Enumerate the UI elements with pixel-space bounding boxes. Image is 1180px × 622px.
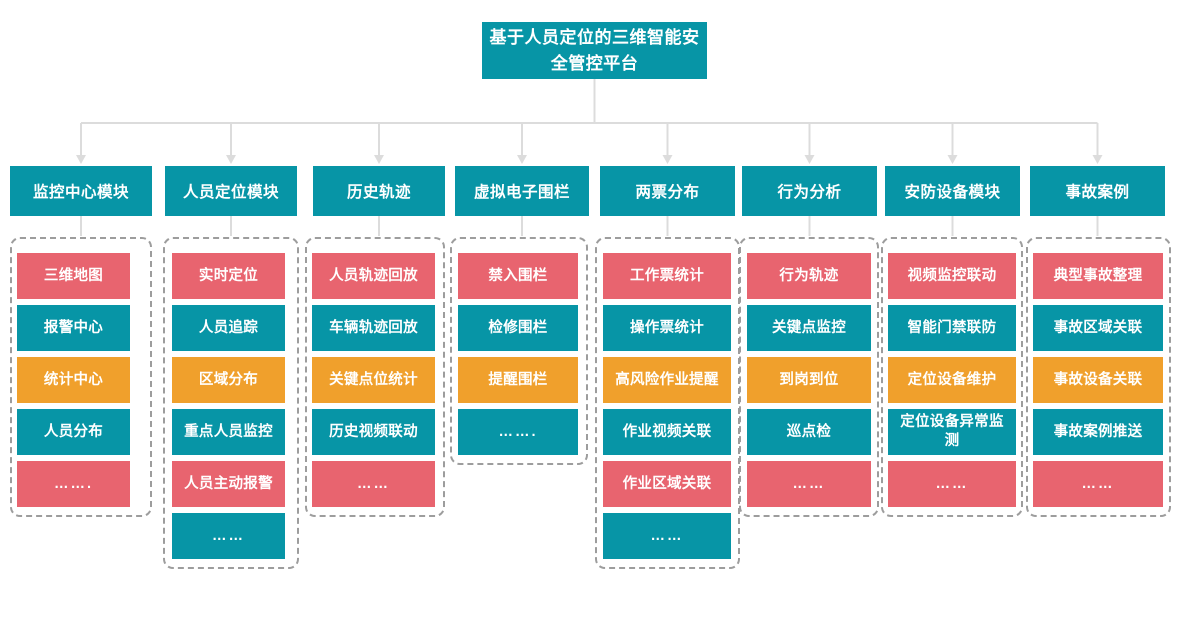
module-7-item-5[interactable]: …… bbox=[888, 461, 1016, 507]
module-5-item-6[interactable]: …… bbox=[603, 513, 731, 559]
module-7-item-3[interactable]: 定位设备维护 bbox=[888, 357, 1016, 403]
module-group-1 bbox=[10, 237, 152, 517]
module-2-item-2[interactable]: 人员追踪 bbox=[172, 305, 285, 351]
module-3-item-5[interactable]: …… bbox=[312, 461, 435, 507]
module-group-3 bbox=[305, 237, 445, 517]
module-1-item-1[interactable]: 三维地图 bbox=[17, 253, 130, 299]
module-8-item-3[interactable]: 事故设备关联 bbox=[1033, 357, 1163, 403]
module-group-7 bbox=[881, 237, 1023, 517]
module-group-6 bbox=[739, 237, 879, 517]
module-6-item-2[interactable]: 关键点监控 bbox=[747, 305, 871, 351]
module-4-item-3[interactable]: 提醒围栏 bbox=[458, 357, 578, 403]
module-6-item-3[interactable]: 到岗到位 bbox=[747, 357, 871, 403]
module-header-8[interactable]: 事故案例 bbox=[1030, 166, 1165, 216]
module-3-item-1[interactable]: 人员轨迹回放 bbox=[312, 253, 435, 299]
module-1-item-4[interactable]: 人员分布 bbox=[17, 409, 130, 455]
module-1-item-3[interactable]: 统计中心 bbox=[17, 357, 130, 403]
module-8-item-1[interactable]: 典型事故整理 bbox=[1033, 253, 1163, 299]
module-8-item-4[interactable]: 事故案例推送 bbox=[1033, 409, 1163, 455]
module-2-item-1[interactable]: 实时定位 bbox=[172, 253, 285, 299]
module-6-item-1[interactable]: 行为轨迹 bbox=[747, 253, 871, 299]
module-group-4 bbox=[450, 237, 588, 465]
module-8-item-2[interactable]: 事故区域关联 bbox=[1033, 305, 1163, 351]
module-4-item-1[interactable]: 禁入围栏 bbox=[458, 253, 578, 299]
module-2-item-4[interactable]: 重点人员监控 bbox=[172, 409, 285, 455]
module-5-item-5[interactable]: 作业区域关联 bbox=[603, 461, 731, 507]
module-2-item-6[interactable]: …… bbox=[172, 513, 285, 559]
module-7-item-1[interactable]: 视频监控联动 bbox=[888, 253, 1016, 299]
module-3-item-2[interactable]: 车辆轨迹回放 bbox=[312, 305, 435, 351]
module-header-3[interactable]: 历史轨迹 bbox=[313, 166, 445, 216]
module-8-item-5[interactable]: …… bbox=[1033, 461, 1163, 507]
module-7-item-4[interactable]: 定位设备异常监测 bbox=[888, 409, 1016, 455]
module-4-item-4[interactable]: ……. bbox=[458, 409, 578, 455]
module-6-item-4[interactable]: 巡点检 bbox=[747, 409, 871, 455]
module-5-item-3[interactable]: 高风险作业提醒 bbox=[603, 357, 731, 403]
module-7-item-2[interactable]: 智能门禁联防 bbox=[888, 305, 1016, 351]
module-5-item-2[interactable]: 操作票统计 bbox=[603, 305, 731, 351]
module-header-7[interactable]: 安防设备模块 bbox=[885, 166, 1020, 216]
module-5-item-4[interactable]: 作业视频关联 bbox=[603, 409, 731, 455]
root-title-node: 基于人员定位的三维智能安全管控平台 bbox=[482, 22, 707, 79]
module-6-item-5[interactable]: …… bbox=[747, 461, 871, 507]
module-2-item-5[interactable]: 人员主动报警 bbox=[172, 461, 285, 507]
module-4-item-2[interactable]: 检修围栏 bbox=[458, 305, 578, 351]
module-1-item-2[interactable]: 报警中心 bbox=[17, 305, 130, 351]
module-1-item-5[interactable]: ……. bbox=[17, 461, 130, 507]
module-3-item-4[interactable]: 历史视频联动 bbox=[312, 409, 435, 455]
module-group-2 bbox=[163, 237, 299, 569]
module-header-4[interactable]: 虚拟电子围栏 bbox=[455, 166, 589, 216]
module-header-2[interactable]: 人员定位模块 bbox=[165, 166, 297, 216]
module-3-item-3[interactable]: 关键点位统计 bbox=[312, 357, 435, 403]
module-header-5[interactable]: 两票分布 bbox=[600, 166, 735, 216]
module-2-item-3[interactable]: 区域分布 bbox=[172, 357, 285, 403]
module-header-1[interactable]: 监控中心模块 bbox=[10, 166, 152, 216]
module-group-8 bbox=[1026, 237, 1171, 517]
module-header-6[interactable]: 行为分析 bbox=[742, 166, 877, 216]
module-5-item-1[interactable]: 工作票统计 bbox=[603, 253, 731, 299]
